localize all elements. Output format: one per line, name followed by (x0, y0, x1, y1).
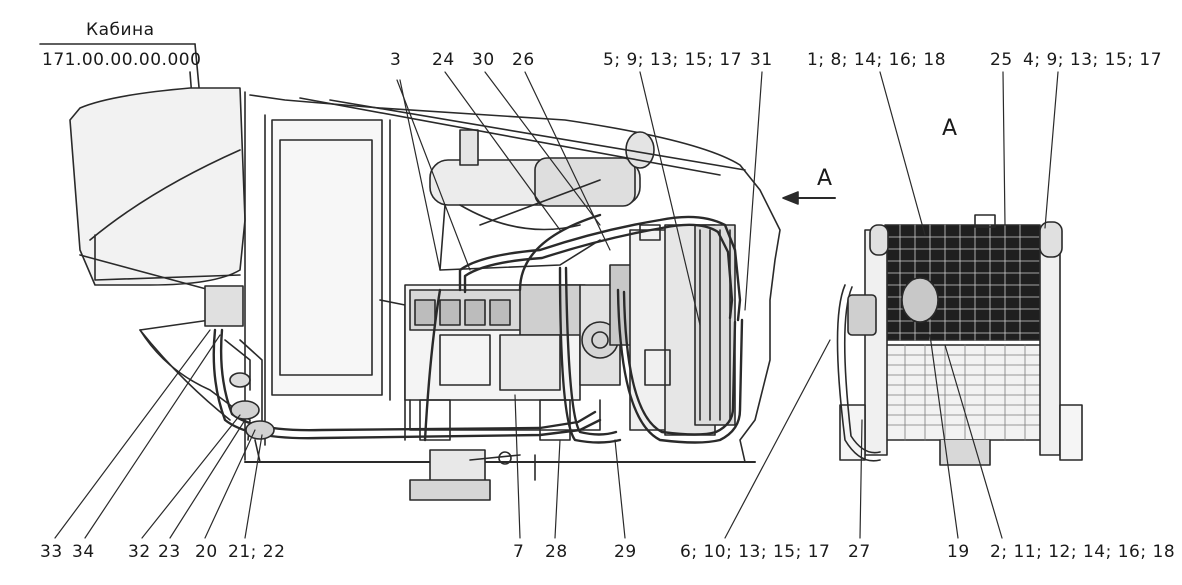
callout-1-8-14-16-18: 1; 8; 14; 16; 18 (807, 50, 947, 70)
callout-3: 3 (390, 50, 402, 70)
callout-27: 27 (848, 542, 871, 562)
callout-34: 34 (72, 542, 95, 562)
callout-28: 28 (545, 542, 568, 562)
callout-29: 29 (614, 542, 637, 562)
view-a-title: A (942, 116, 958, 141)
callout-6-10-13-15-17: 6; 10; 13; 15; 17 (680, 542, 831, 562)
lower-pump (409, 449, 536, 501)
callout-7: 7 (513, 542, 525, 562)
front-view-a (836, 214, 1083, 466)
callout-24: 24 (432, 50, 455, 70)
callout-30: 30 (472, 50, 495, 70)
leader-lines-top (396, 71, 1059, 326)
callout-19: 19 (947, 542, 970, 562)
title-cabin-label: Кабина (86, 20, 155, 40)
engine-frame (244, 91, 781, 463)
cabin-outline (69, 87, 251, 441)
radiator-side (629, 224, 736, 436)
callout-25: 25 (990, 50, 1013, 70)
callout-26: 26 (512, 50, 535, 70)
callout-5-9-13-15-17: 5; 9; 13; 15; 17 (603, 50, 743, 70)
section-arrow-label: A (817, 166, 833, 191)
title-drawing-code: 171.00.00.00.000 (42, 50, 202, 70)
callout-33: 33 (40, 542, 63, 562)
leader-lines-bottom (54, 329, 1003, 539)
callout-23: 23 (158, 542, 181, 562)
callout-2-11-12-14-16-18: 2; 11; 12; 14; 16; 18 (990, 542, 1176, 562)
callout-32: 32 (128, 542, 151, 562)
callout-20: 20 (195, 542, 218, 562)
callout-31: 31 (750, 50, 773, 70)
callout-4-9-13-15-17: 4; 9; 13; 15; 17 (1023, 50, 1163, 70)
section-arrow-a (782, 191, 836, 205)
callout-21-22: 21; 22 (228, 542, 286, 562)
air-filter-assembly (299, 97, 746, 271)
